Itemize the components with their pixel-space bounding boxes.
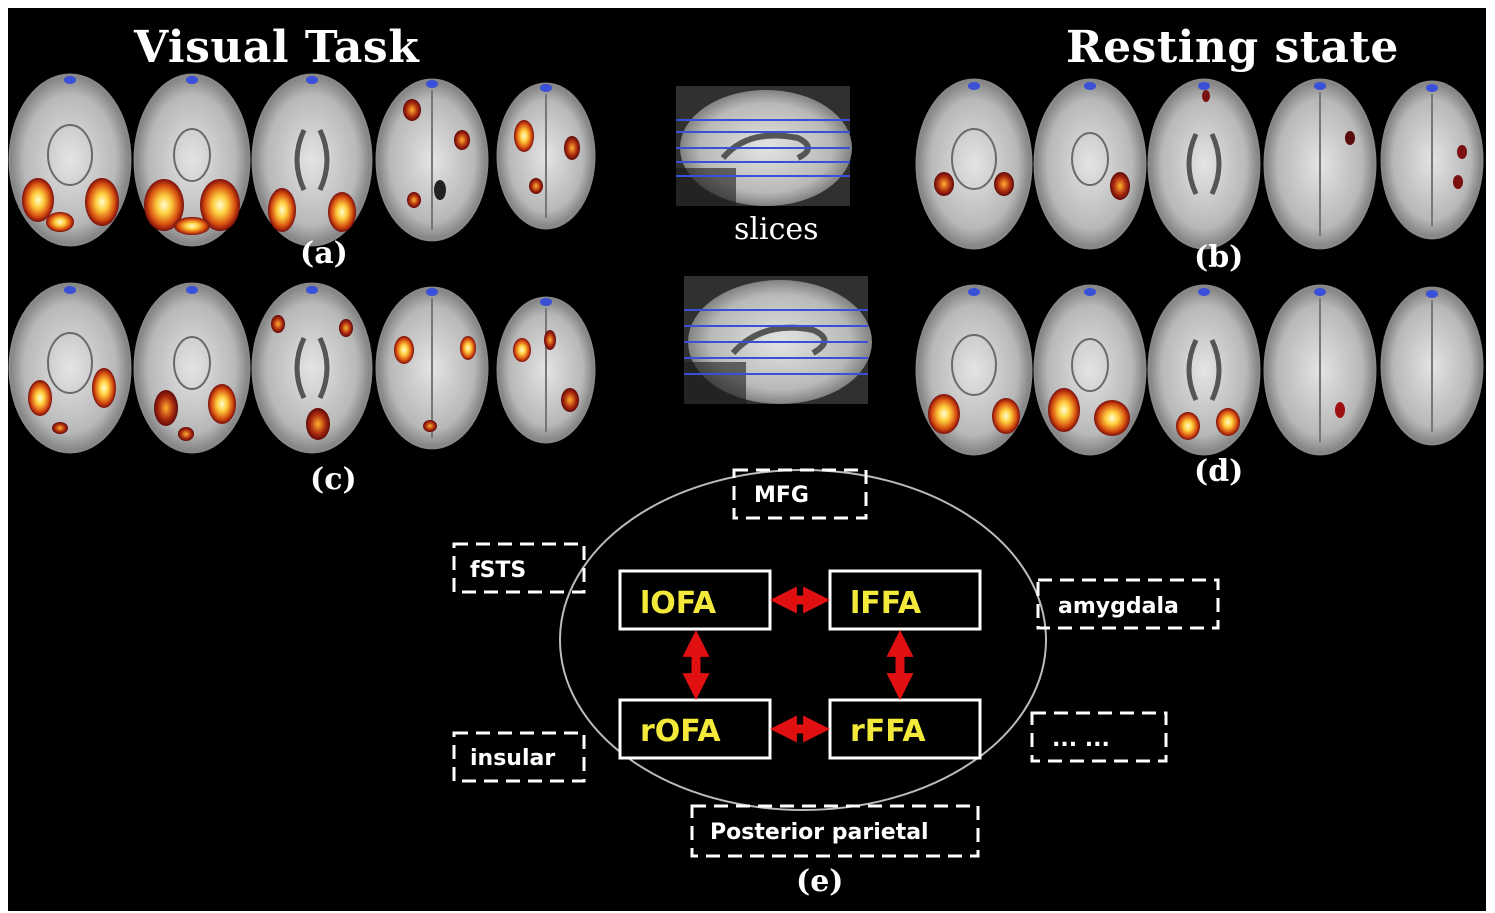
brain-slice — [915, 78, 1033, 250]
brain-slice — [1147, 284, 1261, 456]
amygdala-node-box — [1036, 578, 1220, 630]
rofa-node-label: rOFA — [640, 714, 721, 749]
brain-slice — [8, 73, 132, 247]
brain-row-d — [915, 284, 1484, 456]
amygdala-node-label: amygdala — [1058, 594, 1179, 619]
brain-slice — [1380, 286, 1484, 446]
brain-slice — [8, 282, 132, 454]
brain-row-a — [8, 73, 596, 247]
panel-label-b: (b) — [1194, 240, 1244, 275]
lffa-node-box — [828, 569, 982, 631]
brain-slice — [1147, 78, 1261, 250]
ellipsis-node-box — [1030, 711, 1168, 763]
posterior-parietal-node-label: Posterior parietal — [710, 820, 929, 845]
lofa-node-label: lOFA — [640, 586, 717, 621]
posterior-parietal-node-box — [690, 804, 980, 858]
insular-node-box — [452, 731, 586, 783]
brain-slice — [1380, 80, 1484, 240]
brain-slice — [375, 286, 489, 450]
brain-slice — [496, 296, 596, 444]
mfg-node-box — [732, 468, 868, 520]
brain-slice — [251, 73, 373, 247]
sagittal-slice-bottom — [684, 276, 872, 404]
lofa-node-box — [618, 569, 772, 631]
figure-canvas: Visual Task Resting state — [8, 8, 1486, 911]
brain-row-c — [8, 282, 596, 454]
fsts-node-label: fSTS — [470, 558, 526, 583]
brain-slice — [915, 284, 1033, 456]
brain-slice — [496, 82, 596, 230]
brain-slice — [251, 282, 373, 454]
brain-row-b — [915, 78, 1484, 250]
ellipsis-node-label: ... ... — [1052, 727, 1110, 752]
lffa-node-label: lFFA — [850, 586, 922, 621]
sagittal-slice-top — [676, 86, 852, 206]
panel-label-c: (c) — [310, 462, 357, 497]
panel-label-e: (e) — [796, 864, 844, 899]
insular-node-label: insular — [470, 746, 555, 771]
visual-task-heading: Visual Task — [134, 22, 420, 73]
figure-graphics: lOFA lFFA rOFA rFFA MFG fSTS amygdala in… — [8, 73, 1484, 858]
fsts-node-box — [452, 542, 586, 594]
rffa-node-label: rFFA — [850, 714, 926, 749]
resting-state-heading: Resting state — [1066, 22, 1399, 73]
brain-slice — [133, 282, 251, 454]
brain-slice — [375, 78, 489, 242]
panel-label-d: (d) — [1194, 454, 1244, 489]
slices-label: slices — [734, 212, 819, 247]
rofa-node-box — [618, 698, 772, 760]
brain-slice — [1263, 284, 1377, 456]
mfg-node-label: MFG — [754, 483, 809, 508]
panel-label-a: (a) — [300, 236, 348, 271]
brain-slice — [133, 73, 251, 247]
brain-slice — [1033, 78, 1147, 250]
brain-slice — [1263, 78, 1377, 250]
brain-slice — [1033, 284, 1147, 456]
